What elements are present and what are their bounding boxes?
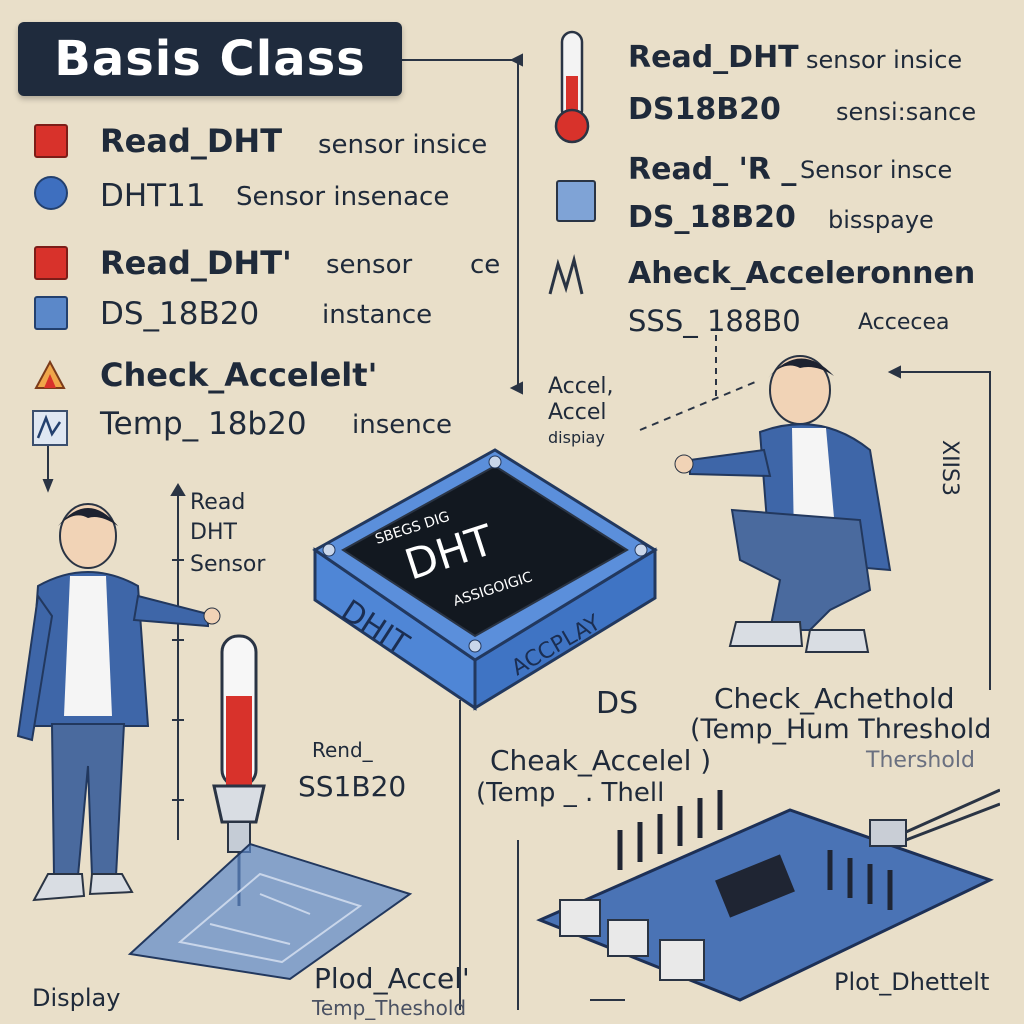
waveform-icon-right (548, 254, 584, 295)
sensor-label: Sensor (190, 552, 266, 577)
blue-circle-icon (34, 176, 68, 210)
title-connector-arrow (509, 53, 523, 67)
waveform-icon (32, 410, 68, 446)
person-crouching-illustration (674, 355, 892, 653)
thermometer-icon (554, 30, 590, 144)
left-item-5-main: Check_Accelelt' (100, 356, 378, 394)
plot-dhettelt-label: Plot_Dhettelt (834, 968, 990, 996)
page-title: Basis Class (54, 31, 366, 87)
left-item-2-sub: Sensor insenace (236, 182, 450, 212)
blue-square-icon-right (556, 180, 596, 222)
right-item-4-sub: bisspaye (828, 206, 934, 234)
flame-icon (34, 359, 66, 389)
circuit-board-plate (127, 842, 413, 981)
ds-label: DS (596, 686, 639, 721)
thershold-label: Thershold (866, 748, 975, 773)
accel-label-2: Accel (548, 400, 607, 425)
display-label: Display (32, 984, 121, 1012)
blue-square-icon (34, 296, 68, 330)
right-item-3-main: Read_ 'R _ (628, 152, 797, 187)
plod-accel-label: Plod_Accel' (314, 962, 470, 995)
vertical-connector-arrow (509, 381, 523, 395)
ss1b20-label: SS1B20 (298, 770, 407, 803)
rend-label: Rend_ (312, 738, 373, 762)
right-item-1-sub: sensor insice (806, 46, 963, 74)
dht-module: SBEGS DIG DHT ASSIGOIGIC DHIT ACCPLAY (312, 448, 658, 711)
right-item-6-sub: Accecea (858, 310, 950, 335)
right-connector-line (890, 371, 991, 690)
title-connector-line (402, 59, 519, 388)
right-item-5-main: Aheck_Acceleronnen (628, 256, 976, 291)
accel-label-3: dispiay (548, 428, 605, 447)
right-item-2-main: DS18B20 (628, 92, 781, 127)
right-item-3-sub: Sensor insce (800, 156, 953, 184)
temp-theshold-label: Temp_Theshold (312, 996, 467, 1020)
cheak-accelel-label: Cheak_Accelel ) (490, 744, 712, 777)
right-item-6-main: SSS_ 188B0 (628, 304, 801, 338)
left-item-6-main: Temp_ 18b20 (100, 406, 307, 442)
left-item-4-main: DS_18B20 (100, 296, 260, 332)
temp-thell-label: (Temp _ . Thell (476, 778, 665, 808)
accel-dashed-line (639, 379, 761, 431)
left-item-4-sub: instance (322, 300, 433, 330)
microcontroller-board (536, 788, 1000, 1002)
left-item-1-sub: sensor insice (318, 130, 488, 160)
red-square-icon (34, 124, 68, 158)
left-item-1-main: Read_DHT (100, 122, 283, 160)
accel-label-1: Accel, (548, 374, 614, 399)
side-vertical-label: XIIS3 (937, 440, 962, 497)
left-item-6-sub: insence (352, 410, 453, 440)
dht-label: DHT (190, 520, 237, 545)
left-item-3-main: Read_DHT' (100, 244, 292, 282)
right-item-4-main: DS_18B20 (628, 200, 796, 235)
red-checkbox-icon (34, 246, 68, 280)
right-item-2-sub: sensi:sance (836, 98, 977, 126)
left-item-2-main: DHT11 (100, 178, 206, 214)
person-standing-illustration (16, 503, 221, 902)
left-item-3-sub: sensor (326, 250, 413, 280)
temp-hum-threshold-label: (Temp_Hum Threshold (690, 714, 992, 745)
right-item-1-main: Read_DHT (628, 40, 799, 75)
left-item-3-extra: ce (470, 250, 501, 280)
read-label: Read (190, 490, 246, 515)
check-achethold-label: Check_Achethold (714, 682, 955, 715)
title-banner: Basis Class (18, 22, 402, 96)
